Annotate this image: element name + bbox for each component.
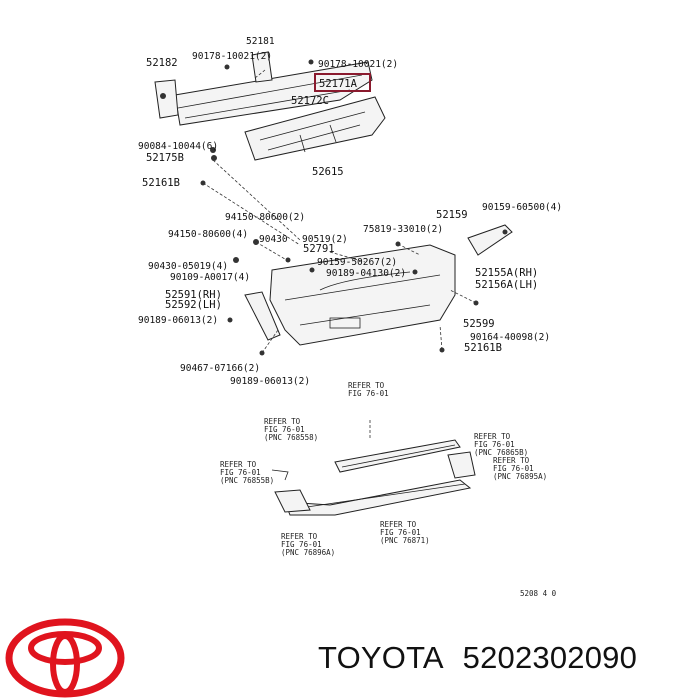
label-52156A: 52156A(LH) — [475, 279, 538, 291]
label-90159-a: 90159-60500(4) — [482, 202, 562, 213]
label-90189-c: 90189-06013(2) — [230, 376, 310, 387]
brand-line: TOYOTA 5202302090 — [318, 640, 694, 690]
label-52159: 52159 — [436, 209, 468, 221]
part-number: 5202302090 — [462, 640, 638, 675]
lower-diffuser — [271, 439, 476, 516]
label-75819: 75819-33010(2) — [363, 224, 443, 235]
highlight-box — [314, 73, 371, 92]
energy-absorber — [244, 96, 386, 161]
label-52161B-bot: 52161B — [464, 342, 502, 354]
side-retainer-lh — [227, 291, 281, 356]
label-90159-b: 90159-50267(2) — [317, 257, 397, 268]
label-94150-a: 94150-80600(2) — [225, 212, 305, 223]
label-52182: 52182 — [146, 57, 178, 69]
label-90430-a: 90430 — [259, 234, 288, 245]
label-90084: 90084-10044(6) — [138, 141, 218, 152]
label-52599: 52599 — [463, 318, 495, 330]
leader-lines — [202, 69, 477, 440]
label-94150-b: 94150-80600(4) — [168, 229, 248, 240]
label-90109: 90109-A0017(4) — [170, 272, 250, 283]
label-52161B-top: 52161B — [142, 177, 180, 189]
label-90164: 90164-40098(2) — [470, 332, 550, 343]
label-52592: 52592(LH) — [165, 299, 222, 311]
label-90189-a: 90189-04130(2) — [326, 268, 406, 279]
label-52175B: 52175B — [146, 152, 184, 164]
brand-name: TOYOTA — [318, 640, 444, 675]
label-52591: 52591(RH) — [165, 289, 222, 301]
label-52172C: 52172C — [291, 95, 329, 107]
label-90430-b: 90430-05019(4) — [148, 261, 228, 272]
label-52791: 52791 — [303, 243, 335, 255]
bumper-cover — [269, 244, 456, 346]
side-retainer-rh — [467, 224, 513, 306]
label-52171A: 52171A — [319, 78, 358, 90]
label-90519: 90519(2) — [302, 234, 348, 245]
part-labels: 52181 52182 90178-10021(2) 90178-10021(2… — [138, 36, 562, 387]
label-52181: 52181 — [246, 36, 275, 47]
label-90178-b: 90178-10021(2) — [318, 59, 398, 70]
figure-code: 5208 4 0 — [520, 589, 557, 598]
label-90178-a: 90178-10021(2) — [192, 51, 272, 62]
toyota-logo-icon — [5, 618, 125, 698]
label-52155A: 52155A(RH) — [475, 267, 538, 279]
bumper-reinforcement — [154, 51, 373, 126]
label-52615: 52615 — [312, 166, 344, 178]
label-90467: 90467-07166(2) — [180, 363, 260, 374]
label-90189-b: 90189-06013(2) — [138, 315, 218, 326]
